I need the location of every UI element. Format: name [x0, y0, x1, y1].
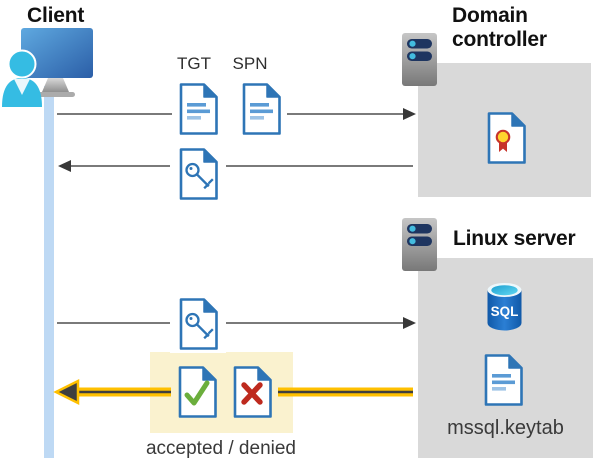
- certificate-document-icon: [487, 112, 526, 164]
- result-document-group: [171, 362, 278, 422]
- key-document-icon: [179, 148, 218, 200]
- linux-server-label: Linux server: [453, 227, 576, 250]
- domain-controller-label: Domain controller: [452, 4, 547, 51]
- tgt-label: TGT: [177, 54, 211, 73]
- monitor-icon: [21, 28, 93, 97]
- spn-label: SPN: [232, 54, 268, 73]
- sql-label: SQL: [491, 304, 519, 319]
- arrow-client-to-linux: [57, 317, 416, 329]
- linux-server-server-icon: [402, 218, 437, 271]
- domain-controller-server-icon: [402, 33, 437, 86]
- result-label: accepted / denied: [145, 438, 296, 459]
- spn-document-icon: [242, 83, 281, 135]
- accepted-check-document-icon: [178, 366, 217, 418]
- sql-database-icon: SQL: [487, 283, 522, 331]
- keytab-document-icon: [484, 354, 523, 406]
- service-ticket-group: [170, 295, 226, 353]
- person-icon: [2, 49, 42, 107]
- denied-x-document-icon: [233, 366, 272, 418]
- ticket-reply-group: [170, 145, 226, 203]
- tgt-document-icon: [179, 83, 218, 135]
- key-document-icon: [179, 298, 218, 350]
- keytab-label: mssql.keytab: [447, 417, 564, 439]
- client-label: Client: [27, 4, 85, 27]
- arrow-dc-to-client: [58, 160, 413, 172]
- tgt-spn-document-group: [172, 80, 287, 138]
- client-lifeline: [44, 86, 54, 458]
- person-at-monitor-icon: [2, 28, 93, 107]
